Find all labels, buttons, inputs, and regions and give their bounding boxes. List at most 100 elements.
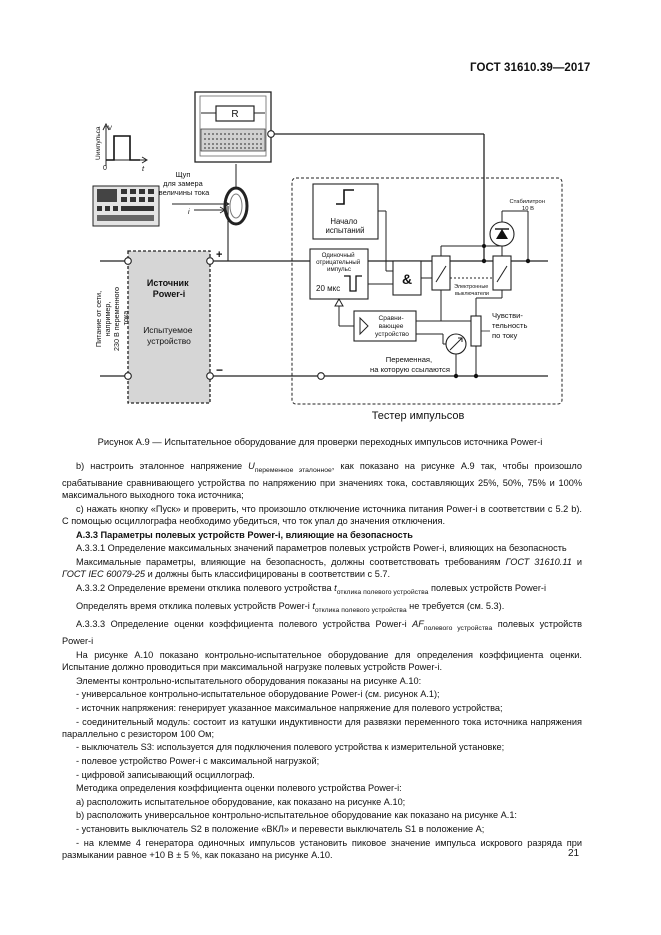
text-run: - соединительный модуль: состоит из кату…	[62, 716, 582, 739]
paragraph: - соединительный модуль: состоит из кату…	[62, 716, 582, 740]
electronic-switch-1	[431, 255, 451, 291]
paragraph: - выключатель S3: используется для подкл…	[62, 741, 582, 753]
text-run: - установить выключатель S2 в положение …	[76, 824, 485, 835]
paragraph: - на клемме 4 генератора одиночных импул…	[62, 837, 582, 861]
text-run: Максимальные параметры, влияющие на безо…	[76, 556, 506, 567]
document-header: ГОСТ 31610.39—2017	[470, 62, 591, 74]
and-symbol: &	[402, 271, 412, 287]
plus-sign: +	[216, 249, 222, 261]
paragraph: Элементы контрольно-испытательного обору…	[62, 675, 582, 687]
text-run: - цифровой записывающий осциллограф.	[76, 769, 255, 780]
resistor-label: R	[231, 109, 238, 120]
electronic-switch-2	[492, 255, 512, 291]
text-run: - на клемме 4 генератора одиночных импул…	[62, 837, 582, 860]
text-run: и	[571, 556, 582, 567]
paragraph: b) расположить универсальное контрольно-…	[62, 809, 582, 821]
text-run: полевых устройств Power-i	[62, 619, 582, 647]
text-run: - универсальное контрольно-испытательное…	[76, 689, 440, 700]
paragraph: На рисунке А.10 показано контрольно-испы…	[62, 649, 582, 673]
tester-title: Тестер импульсов	[372, 410, 465, 422]
subscript: переменное эталонное	[254, 466, 332, 474]
paragraph: - универсальное контрольно-испытательное…	[62, 688, 582, 700]
paragraph: b) настроить эталонное напряжение Uперем…	[62, 460, 582, 501]
v-label: V	[108, 126, 112, 132]
text-run: Элементы контрольно-испытательного обору…	[76, 675, 422, 686]
subscript: отклика полевого устройства	[314, 606, 407, 614]
u-axis-label: Uимпульса	[95, 126, 102, 160]
text-run: Методика определения коэффициента оценки…	[76, 783, 402, 794]
text-run: ГОСТ 31610.11	[505, 556, 572, 567]
text-run: a) расположить испытательное оборудовани…	[76, 796, 406, 807]
figure-a9-diagram: R Uимпульса V 0 t Щуп для замера величин…	[88, 86, 568, 426]
pulse-tester-frame	[291, 177, 563, 405]
switches-label: Электронные выключатели	[454, 284, 490, 297]
source-label: Источник Power-i	[147, 278, 191, 299]
text-run: , как показано на рисунке А.9 так, чтобы…	[62, 461, 582, 501]
paragraph: c) нажать кнопку «Пуск» и проверить, что…	[62, 503, 582, 527]
oscilloscope-frame	[194, 91, 272, 163]
sensitivity-resistor	[470, 315, 482, 347]
text-run: - выключатель S3: используется для подкл…	[76, 742, 505, 753]
paragraph: Методика определения коэффициента оценки…	[62, 782, 582, 794]
text-run: - полевое устройство Power-i с максималь…	[76, 756, 320, 767]
text-run: полевых устройств Power-i	[428, 582, 547, 593]
sensitivity-label: Чувстви- тельность по току	[492, 311, 530, 340]
text-run: А.3.3.2 Определение времени отклика поле…	[76, 582, 335, 593]
zero-label: 0	[103, 165, 107, 172]
t-label: t	[142, 164, 145, 173]
zener-label: Стабилитрон 10 В	[509, 199, 546, 212]
minus-sign: −	[216, 363, 223, 377]
single-pulse-label: Одиночный отрицательный импульс	[316, 252, 362, 273]
paragraph: А.3.3.2 Определение времени отклика поле…	[62, 582, 582, 599]
paragraph: - цифровой записывающий осциллограф.	[62, 769, 582, 781]
text-run: и должны быть классифицированы в соответ…	[145, 569, 391, 580]
text-run: А.3.3 Параметры полевых устройств Power-…	[76, 529, 413, 540]
page-number: 21	[568, 848, 580, 859]
text-run: ГОСТ IEC 60079-25	[62, 569, 146, 580]
power-i-source-box	[127, 250, 211, 404]
subscript: полевого устройства	[423, 625, 493, 633]
comparator-label: Сравни- вающее устройство	[375, 315, 409, 338]
paragraph: А.3.3.1 Определение максимальных значени…	[62, 542, 582, 554]
paragraph: a) расположить испытательное оборудовани…	[62, 796, 582, 808]
figure-caption: Рисунок А.9 — Испытательное оборудование…	[97, 436, 543, 447]
text-run: не требуется (см. 5.3).	[406, 601, 505, 612]
text-run: b) настроить эталонное напряжение	[76, 461, 249, 471]
text-run: - источник напряжения: генерирует указан…	[76, 703, 503, 714]
paragraph: Определять время отклика полевых устройс…	[62, 600, 582, 617]
terminals	[124, 130, 325, 380]
text-run: Определять время отклика полевых устройс…	[76, 601, 313, 612]
display-readout	[204, 133, 262, 149]
body-text: b) настроить эталонное напряжение Uперем…	[62, 460, 582, 862]
paragraph: А.3.3.3 Определение оценки коэффициента …	[62, 618, 582, 647]
subscript: отклика полевого устройства	[336, 588, 429, 596]
paragraph: - установить выключатель S2 в положение …	[62, 823, 582, 835]
oscilloscope-inner	[199, 95, 267, 157]
text-run: t	[312, 601, 315, 612]
paragraph: - полевое устройство Power-i с максималь…	[62, 755, 582, 767]
variable-label: Переменная, на которую ссылаются	[370, 355, 450, 374]
start-label: Начало испытаний	[326, 217, 365, 235]
text-run: b) расположить универсальное контрольно-…	[76, 810, 517, 821]
text-run: t	[334, 582, 337, 593]
tested-device-label: Испытуемое устройство	[143, 325, 195, 346]
junction-dots	[453, 244, 531, 379]
paragraph: - источник напряжения: генерирует указан…	[62, 702, 582, 714]
equipment-screen	[97, 189, 117, 202]
circuit-diagram: R Uимпульса V 0 t Щуп для замера величин…	[92, 91, 563, 422]
pulse-time-label: 20 мкс	[316, 284, 340, 293]
text-run: А.3.3.3 Определение оценки коэффициента …	[76, 619, 413, 630]
mains-label: Питание от сети, например, 230 В перемен…	[94, 285, 130, 351]
text-run: c) нажать кнопку «Пуск» и проверить, что…	[62, 503, 582, 527]
text-run: AF	[412, 619, 424, 630]
section-heading: А.3.3 Параметры полевых устройств Power-…	[62, 529, 582, 541]
probe-label: Щуп для замера величины тока	[159, 170, 210, 197]
text-run: А.3.3.1 Определение максимальных значени…	[76, 543, 567, 554]
text-run: На рисунке А.10 показано контрольно-испы…	[62, 650, 582, 673]
paragraph: Максимальные параметры, влияющие на безо…	[62, 556, 582, 580]
single-pulse-block	[309, 248, 369, 300]
equipment-knobs	[97, 189, 154, 221]
current-i-label: i	[188, 209, 190, 216]
pulse-waveform	[106, 135, 140, 161]
text-run: U	[248, 461, 255, 471]
